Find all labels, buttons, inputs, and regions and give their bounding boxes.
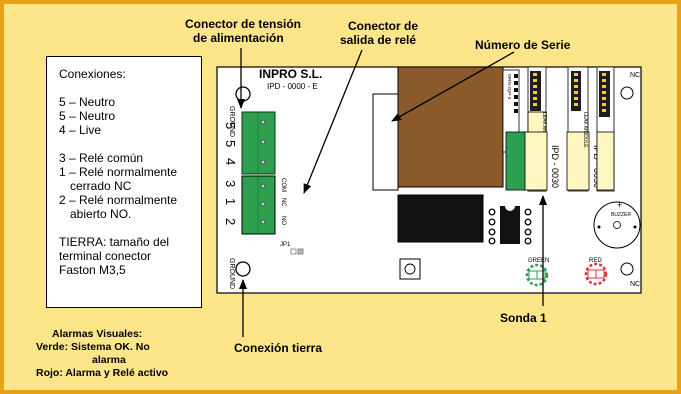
callout-relay-connector: Conector de salida de relé [340, 19, 418, 47]
connection-line: 5 – Neutro [59, 95, 116, 109]
arrow-relay-connector [303, 49, 363, 194]
nc-label-top: NC [630, 72, 640, 79]
callout-serial-number: Número de Serie [475, 38, 571, 52]
mounting-hole [620, 86, 634, 100]
alarm-green-cont: alarma [92, 354, 126, 366]
terminal-number: 5 [223, 140, 238, 147]
header-pins [514, 74, 518, 113]
relay-label-no: NO [280, 216, 286, 225]
header-label: WRN-4QP-3 [507, 74, 512, 100]
connection-line: 1 – Relé normalmente [59, 165, 178, 179]
jumper-label: JP1 [280, 242, 291, 248]
terminal-number: 1 [223, 198, 238, 205]
sensor-label: LEAK MODULE [541, 112, 547, 148]
terminal-number: 4 [223, 158, 238, 165]
nc-label-bottom: NC [630, 281, 640, 288]
power-supply-module [397, 194, 484, 243]
callout-relay-line-2: salida de relé [340, 33, 417, 47]
callout-probe: Sonda 1 [500, 311, 547, 325]
model-number: IPD - 0000 - E [267, 82, 318, 91]
mounting-hole [620, 262, 634, 276]
connection-line: 4 – Live [59, 123, 102, 137]
relay-terminal-block [241, 175, 276, 235]
sensor-body [524, 131, 548, 191]
terminal-number: 3 [223, 180, 238, 187]
dip-chip [488, 206, 532, 245]
connections-title: Conexiones: [59, 67, 126, 81]
buzzer-plus: + [617, 200, 622, 210]
led-green-label: GREEN [528, 258, 549, 264]
callout-power-line-2: de alimentación [193, 31, 284, 45]
buzzer: BUZZER + [593, 200, 641, 249]
callout-relay-line-1: Conector de [348, 19, 419, 33]
company-name: INPRO S.L. [259, 67, 322, 81]
alarms-legend: Alarmas Visuales: Verde: Sistema OK. No … [36, 328, 168, 380]
power-terminal-block [241, 111, 276, 175]
callout-ground-connection: Conexión tierra [234, 341, 323, 355]
arrow-serial-number [391, 51, 515, 122]
callout-power-connector: Conector de tensión de alimentación [185, 17, 301, 45]
connection-line: TIERRA: tamaño del [59, 235, 170, 249]
relay-label-nc: NC [280, 198, 286, 207]
connections-legend: Conexiones: 5 – Neutro 5 – Neutro 4 – Li… [46, 56, 202, 308]
connection-line: 2 – Relé normalmente [59, 193, 178, 207]
terminal-number: 2 [223, 218, 238, 225]
sensor-connector [505, 131, 527, 191]
ground-label-bottom: GROUND [228, 258, 235, 289]
connection-line: abierto NO. [70, 207, 132, 221]
sensor-module-3 [596, 66, 615, 192]
alarm-red: Rojo: Alarma y Relé activo [36, 367, 169, 379]
connection-line: terminal conector [59, 249, 152, 263]
connection-line: Faston M3,5 [59, 263, 126, 277]
mounting-hole [235, 261, 251, 277]
alarms-title: Alarmas Visuales: [52, 328, 143, 340]
connection-line: 3 – Relé común [59, 151, 144, 165]
sensor-module-2: LEAK MODULE [566, 66, 590, 192]
buzzer-label: BUZZER [611, 212, 631, 218]
ground-label-top: GROUND [228, 106, 235, 137]
fuse-holder [372, 93, 399, 191]
connection-line: cerrado NC [70, 179, 132, 193]
led-green [525, 263, 549, 287]
led-red [584, 262, 608, 286]
led-red-label: RED [589, 258, 602, 264]
jumper-pad [290, 248, 297, 255]
relay-body [397, 66, 504, 188]
push-button [399, 258, 421, 280]
connection-line: 5 – Neutro [59, 109, 116, 123]
relay-label-com: COM [280, 178, 286, 192]
callout-power-line-1: Conector de tensión [185, 17, 302, 31]
jumper-pad [297, 248, 304, 255]
sensor-label: LEAK MODULE [582, 112, 588, 148]
sensor-id-1: IPD - 0030 [550, 145, 560, 188]
terminal-number: 5 [223, 122, 238, 129]
alarm-green: Verde: Sistema OK. No [36, 341, 150, 353]
